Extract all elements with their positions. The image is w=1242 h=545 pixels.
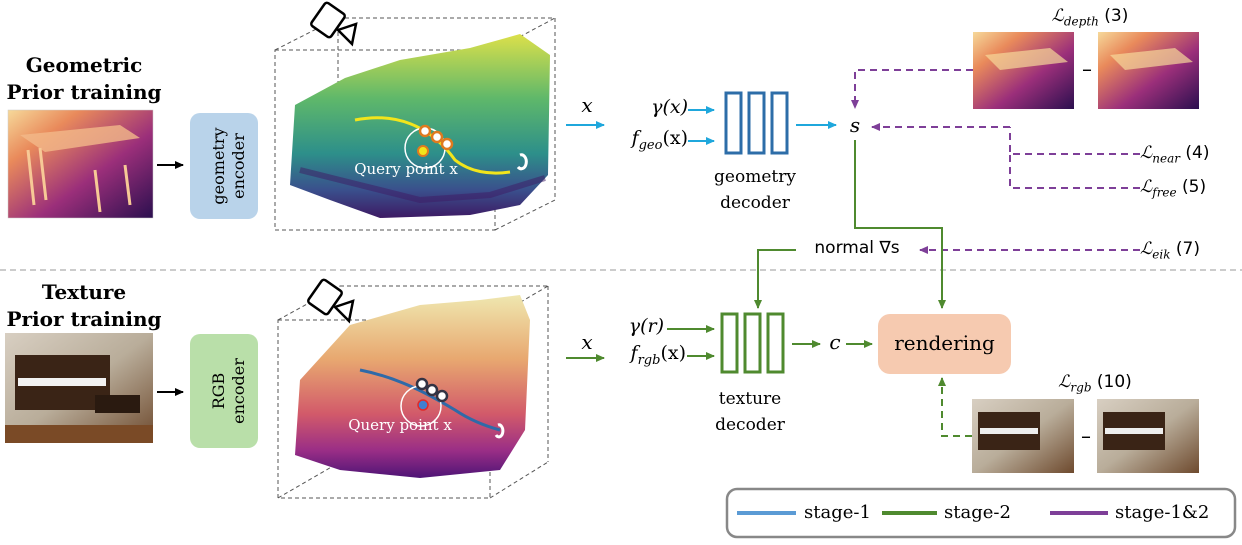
rendering-label: rendering: [894, 331, 995, 355]
x-symbol-geo: x: [581, 93, 593, 117]
f-geo-label: fgeo(x): [631, 127, 688, 153]
geometry-decoder-block: [724, 91, 789, 155]
legend: [725, 487, 1237, 539]
arrow-rgb-loss: [938, 377, 972, 437]
loss-free-label: ℒfree (5): [1140, 177, 1207, 200]
gamma-r-label: γ(r): [628, 315, 664, 337]
query-point-label-geo: Query point x: [354, 160, 458, 178]
arrow-normal-to-texture: [754, 249, 796, 309]
loss-eik-label: ℒeik (7): [1140, 239, 1200, 262]
minus-depth: –: [1082, 57, 1092, 81]
geo-point-cloud: [274, 17, 556, 231]
c-symbol: c: [829, 330, 841, 354]
tex-point-cloud: [277, 285, 549, 499]
rgb-gt-image: [1097, 399, 1199, 473]
loss-near-label: ℒnear (4): [1140, 143, 1210, 166]
normal-label: normal ∇s: [796, 238, 918, 258]
x-symbol-tex: x: [581, 330, 593, 354]
depth-gt-image: [1098, 32, 1199, 109]
legend-stage1: stage-1: [804, 502, 871, 523]
arrow-near-loss: [1009, 127, 1140, 155]
arrow-depth-loss: [851, 69, 973, 109]
rgb-input-image: [5, 333, 153, 443]
query-point-label-tex: Query point x: [348, 416, 452, 434]
legend-stage2: stage-2: [944, 502, 1011, 523]
arrow-free-loss: [1009, 154, 1140, 189]
s-symbol: s: [849, 113, 861, 137]
camera-icon: [310, 1, 358, 47]
rendering-box: [878, 314, 1011, 374]
minus-rgb: –: [1081, 424, 1091, 448]
legend-stage12: stage-1&2: [1115, 502, 1210, 523]
arrow-s-to-rendering: [854, 140, 946, 309]
camera-icon-tex: [307, 278, 355, 324]
loss-depth-label: ℒdepth (3): [1051, 6, 1129, 29]
rgb-pred-image: [972, 399, 1074, 473]
loss-rgb-label: ℒrgb (10): [1058, 372, 1132, 395]
depth-pred-image: [973, 32, 1074, 109]
depth-input-image: [7, 109, 154, 219]
gamma-x-label: γ(x): [651, 96, 688, 118]
geometry-encoder-box: [190, 113, 258, 219]
f-rgb-label: frgb(x): [630, 342, 686, 368]
rgb-encoder-box: [190, 334, 258, 448]
texture-decoder-block: [720, 312, 785, 374]
